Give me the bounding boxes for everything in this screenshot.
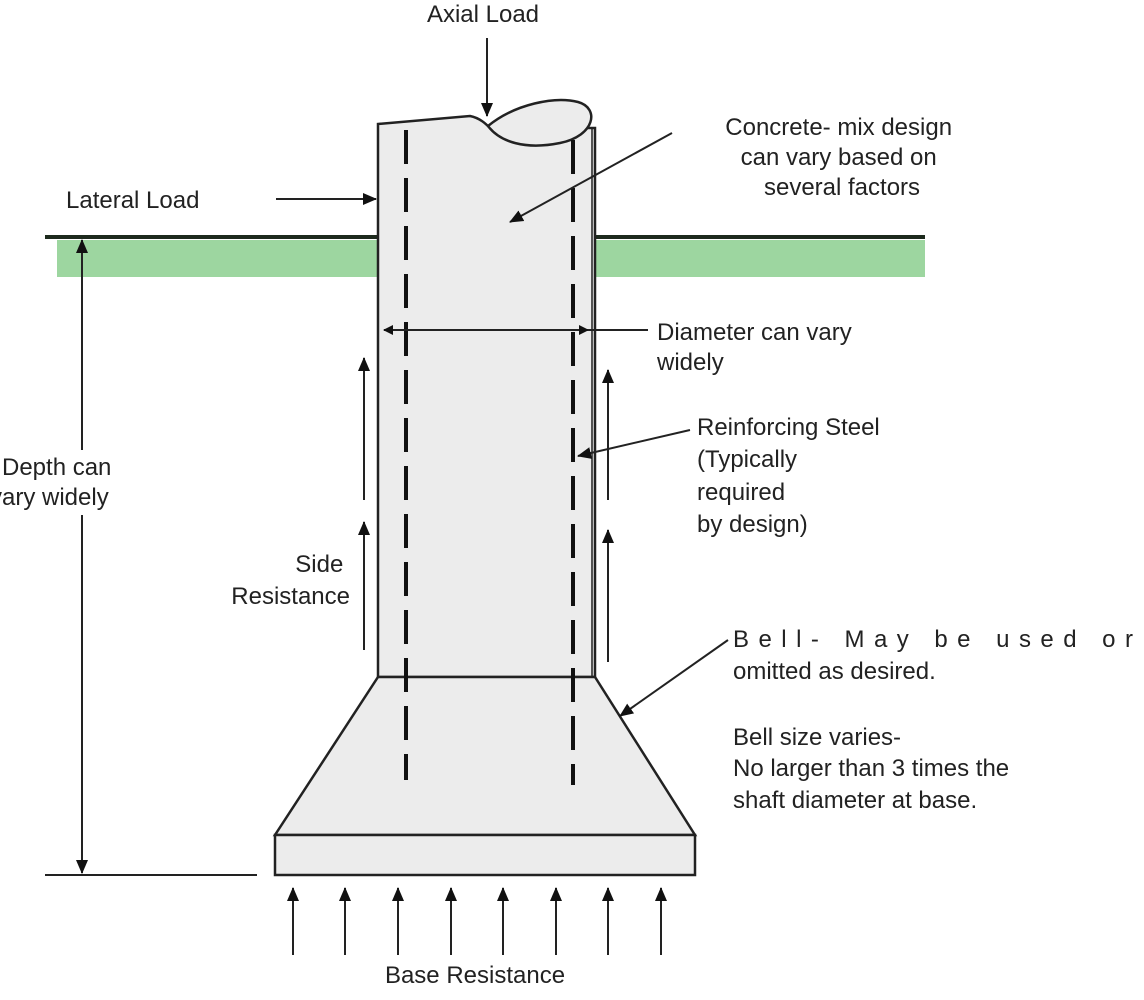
bell-label: Bell- May be used or omitted as desired.: [733, 626, 1144, 685]
diameter-line-1: Diameter can vary: [657, 319, 852, 346]
diameter-line-2: widely: [656, 349, 724, 376]
base-resistance-label: Base Resistance: [385, 962, 565, 989]
concrete-line-1: Concrete- mix design: [725, 114, 952, 141]
concrete-line-3: several factors: [764, 174, 920, 201]
shaft: [376, 98, 597, 679]
reinforcing-line-4: by design): [697, 511, 808, 538]
concrete-leader-arrow: [509, 132, 673, 223]
lateral-load-label: Lateral Load: [66, 187, 199, 214]
side-resistance-line-1: Side: [295, 551, 343, 578]
side-resistance-arrows: [358, 357, 614, 662]
reinforcing-line-1: Reinforcing Steel: [697, 414, 880, 441]
bell-size-line-3: shaft diameter at base.: [733, 787, 977, 814]
reinforcing-line-2: (Typically: [697, 446, 797, 473]
concrete-line-2: can vary based on: [741, 144, 937, 171]
side-resistance-line-2: Resistance: [231, 583, 350, 610]
reinforcing-leader-arrow: [577, 429, 691, 459]
base-resistance-arrows: [287, 887, 667, 955]
shaft-top-bump: [486, 98, 593, 147]
diameter-label: Diameter can vary widely: [656, 319, 858, 376]
side-resistance-label: Side Resistance: [231, 551, 350, 610]
bell-leader-arrow: [619, 639, 729, 717]
bell-base: [273, 833, 697, 877]
depth-label: Depth can vary widely: [0, 454, 118, 511]
bell: [272, 675, 698, 837]
reinforcing-label: Reinforcing Steel (Typically required by…: [697, 414, 886, 538]
bell-size-label: Bell size varies- No larger than 3 times…: [733, 724, 1016, 814]
concrete-label: Concrete- mix design can vary based on s…: [725, 114, 958, 201]
bell-line-1: Bell- May be used or: [733, 626, 1133, 653]
axial-load-label: Axial Load: [427, 1, 539, 28]
bell-size-line-1: Bell size varies-: [733, 724, 901, 751]
bell-line-2: omitted as desired.: [733, 658, 936, 685]
bell-size-line-2: No larger than 3 times the: [733, 755, 1009, 782]
depth-line-2: vary widely: [0, 484, 109, 511]
reinforcing-line-3: required: [697, 479, 785, 506]
depth-line-1: Depth can: [2, 454, 111, 481]
